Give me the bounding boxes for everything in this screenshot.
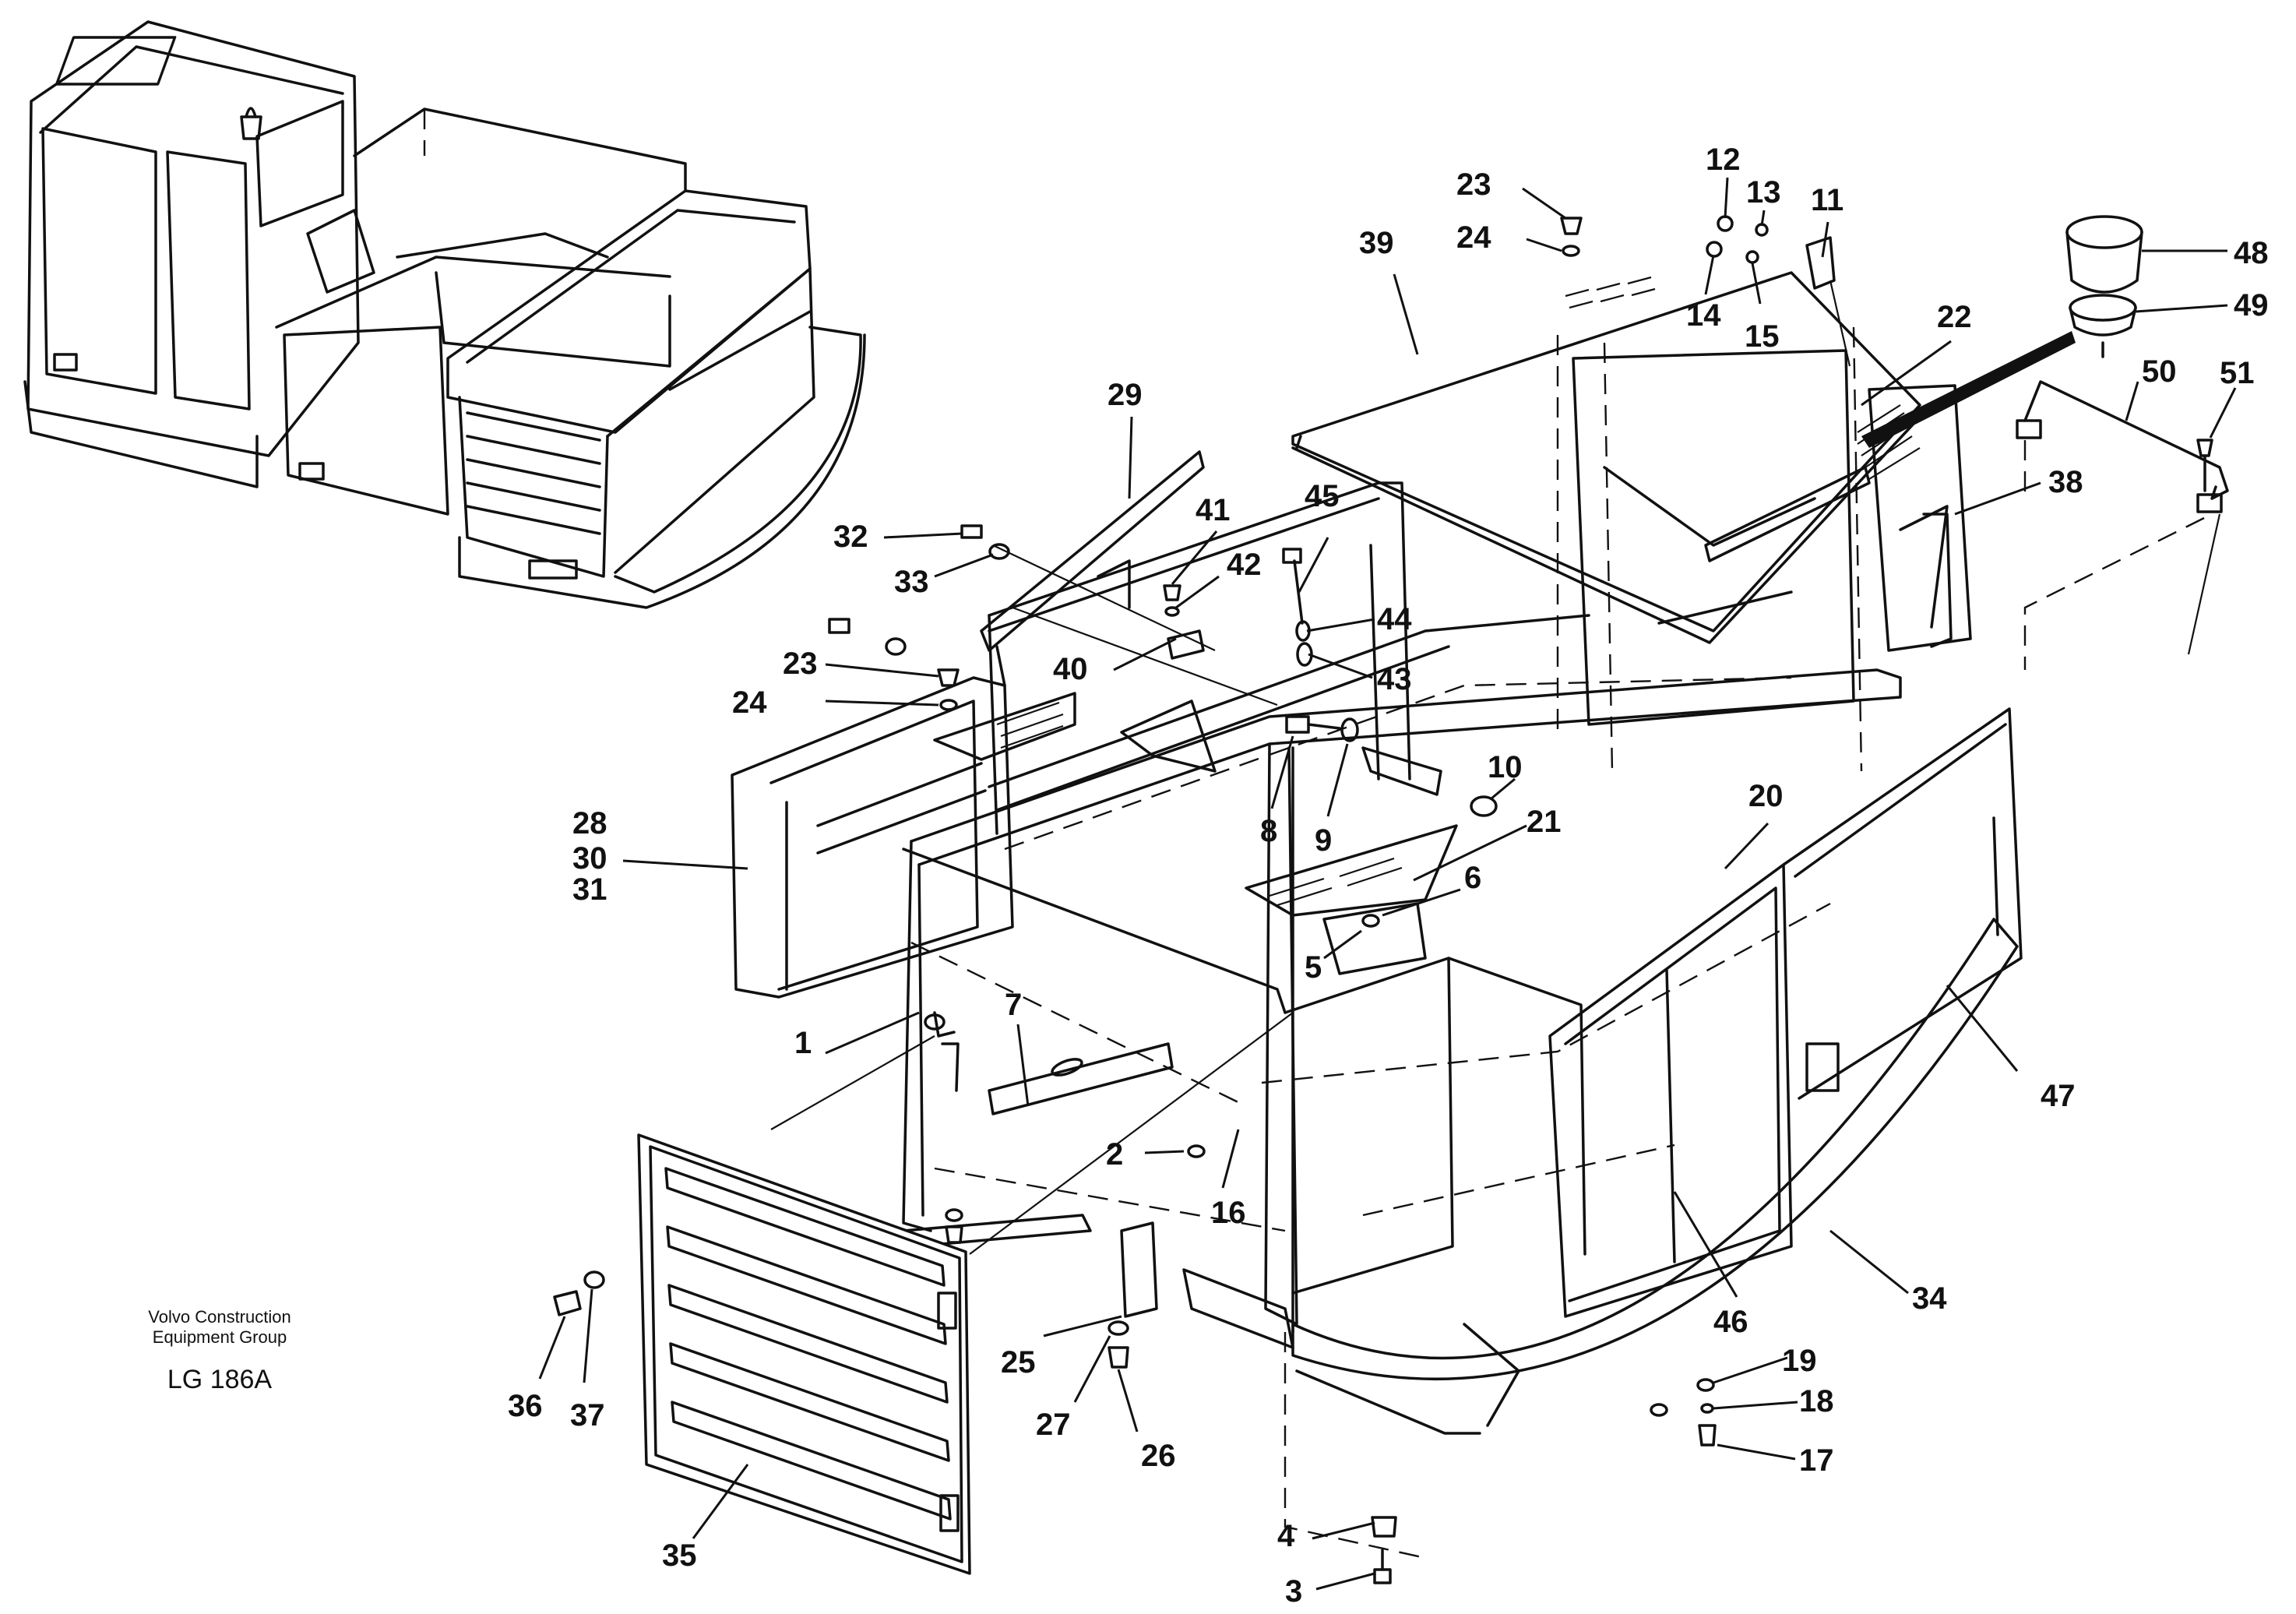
callout-4: 4 xyxy=(1277,1519,1295,1553)
callout-23-left: 23 xyxy=(783,647,818,681)
callout-20: 20 xyxy=(1748,779,1784,813)
callout-24-left: 24 xyxy=(732,685,767,720)
callout-42: 42 xyxy=(1227,548,1262,582)
callout-40: 40 xyxy=(1053,652,1088,686)
callout-labels: 1 2 3 4 5 6 7 8 9 10 11 12 13 14 15 16 1… xyxy=(508,143,2269,1609)
company-name-line-1: Volvo Construction xyxy=(148,1307,291,1327)
callout-2: 2 xyxy=(1106,1137,1123,1172)
callout-36: 36 xyxy=(508,1389,543,1423)
callout-35: 35 xyxy=(662,1538,697,1573)
callout-48: 48 xyxy=(2234,236,2269,270)
callout-22: 22 xyxy=(1937,300,1972,334)
frame-assembly-illustration xyxy=(553,215,2229,1584)
callout-50: 50 xyxy=(2142,354,2177,389)
callout-1: 1 xyxy=(794,1026,812,1060)
company-name-line-2: Equipment Group xyxy=(153,1327,287,1347)
callout-26: 26 xyxy=(1141,1439,1176,1473)
callout-6: 6 xyxy=(1464,861,1481,895)
callout-18: 18 xyxy=(1799,1384,1834,1418)
callout-31: 31 xyxy=(572,872,607,907)
callout-15: 15 xyxy=(1745,319,1780,354)
drawing-caption: Volvo Construction Equipment Group LG 18… xyxy=(148,1307,291,1394)
callout-37: 37 xyxy=(570,1398,605,1433)
callout-41: 41 xyxy=(1196,493,1231,527)
callout-34: 34 xyxy=(1912,1281,1947,1316)
callout-43: 43 xyxy=(1377,662,1412,696)
drawing-code: LG 186A xyxy=(167,1365,273,1394)
callout-14: 14 xyxy=(1686,298,1721,333)
callout-51: 51 xyxy=(2220,356,2255,390)
callout-17: 17 xyxy=(1799,1443,1834,1478)
callout-29: 29 xyxy=(1108,378,1143,412)
callout-33: 33 xyxy=(894,565,929,599)
callout-12: 12 xyxy=(1706,143,1741,177)
callout-11: 11 xyxy=(1811,183,1843,217)
leader-lines xyxy=(538,177,2237,1591)
callout-5: 5 xyxy=(1305,950,1322,985)
callout-19: 19 xyxy=(1782,1344,1817,1378)
callout-23-top: 23 xyxy=(1456,167,1491,202)
callout-3: 3 xyxy=(1285,1574,1302,1609)
callout-9: 9 xyxy=(1315,823,1332,858)
callout-10: 10 xyxy=(1488,750,1523,784)
callout-24-top: 24 xyxy=(1456,220,1491,255)
callout-44: 44 xyxy=(1377,602,1412,636)
callout-32: 32 xyxy=(833,520,868,554)
callout-38: 38 xyxy=(2048,465,2083,499)
machine-overview-illustration xyxy=(23,20,866,609)
callout-45: 45 xyxy=(1305,479,1340,513)
callout-25: 25 xyxy=(1001,1345,1036,1380)
callout-13: 13 xyxy=(1746,175,1781,210)
callout-47: 47 xyxy=(2041,1079,2076,1113)
callout-7: 7 xyxy=(1005,988,1022,1022)
callout-27: 27 xyxy=(1036,1408,1071,1442)
callout-8: 8 xyxy=(1260,814,1277,848)
callout-39: 39 xyxy=(1359,226,1394,260)
callout-21: 21 xyxy=(1527,805,1562,839)
callout-30: 30 xyxy=(572,841,607,876)
callout-16: 16 xyxy=(1211,1196,1246,1230)
callout-28: 28 xyxy=(572,806,607,840)
callout-46: 46 xyxy=(1713,1305,1748,1339)
callout-49: 49 xyxy=(2234,288,2269,322)
